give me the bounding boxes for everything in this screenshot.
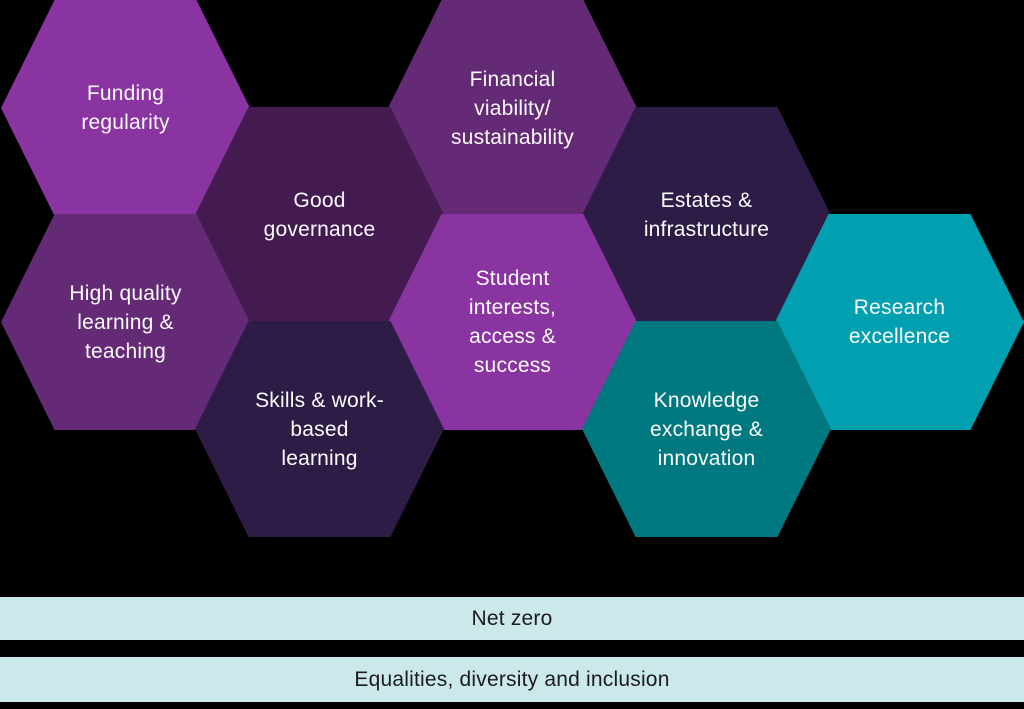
bar-net-zero: Net zero [0, 597, 1024, 640]
hexagon-funding-regularity: Funding regularity [1, 0, 250, 216]
bar-equalities-diversity-inclusion: Equalities, diversity and inclusion [0, 657, 1024, 702]
hexagon-research-excellence: Research excellence [775, 214, 1024, 430]
hexagon-good-governance: Good governance [195, 107, 444, 323]
hexagon-student-interests-access-success: Student interests, access & success [388, 214, 637, 430]
bar-label: Equalities, diversity and inclusion [354, 667, 670, 691]
hexagon-label: Funding regularity [81, 82, 170, 134]
hexagon-label: Good governance [263, 189, 376, 241]
hexagon-knowledge-exchange-innovation: Knowledge exchange & innovation [582, 321, 831, 537]
bar-label: Net zero [471, 606, 553, 630]
hexagon-label: High quality learning & teaching [69, 281, 182, 363]
hexagon-label: Estates & infrastructure [643, 189, 770, 241]
hexagon-label: Skills & work- based learning [255, 388, 384, 470]
hexagon-label: Financial viability/ sustainability [450, 67, 575, 149]
hexagon-label: Research excellence [848, 296, 951, 348]
hexagon-skills-work-based-learning: Skills & work- based learning [195, 321, 444, 537]
hexagon-high-quality-learning-teaching: High quality learning & teaching [1, 214, 250, 430]
hexagon-label: Student interests, access & success [468, 267, 557, 377]
hexagon-label: Knowledge exchange & innovation [650, 388, 763, 470]
hexagon-financial-viability-sustainability: Financial viability/ sustainability [388, 0, 637, 216]
hexagon-estates-infrastructure: Estates & infrastructure [582, 107, 831, 323]
